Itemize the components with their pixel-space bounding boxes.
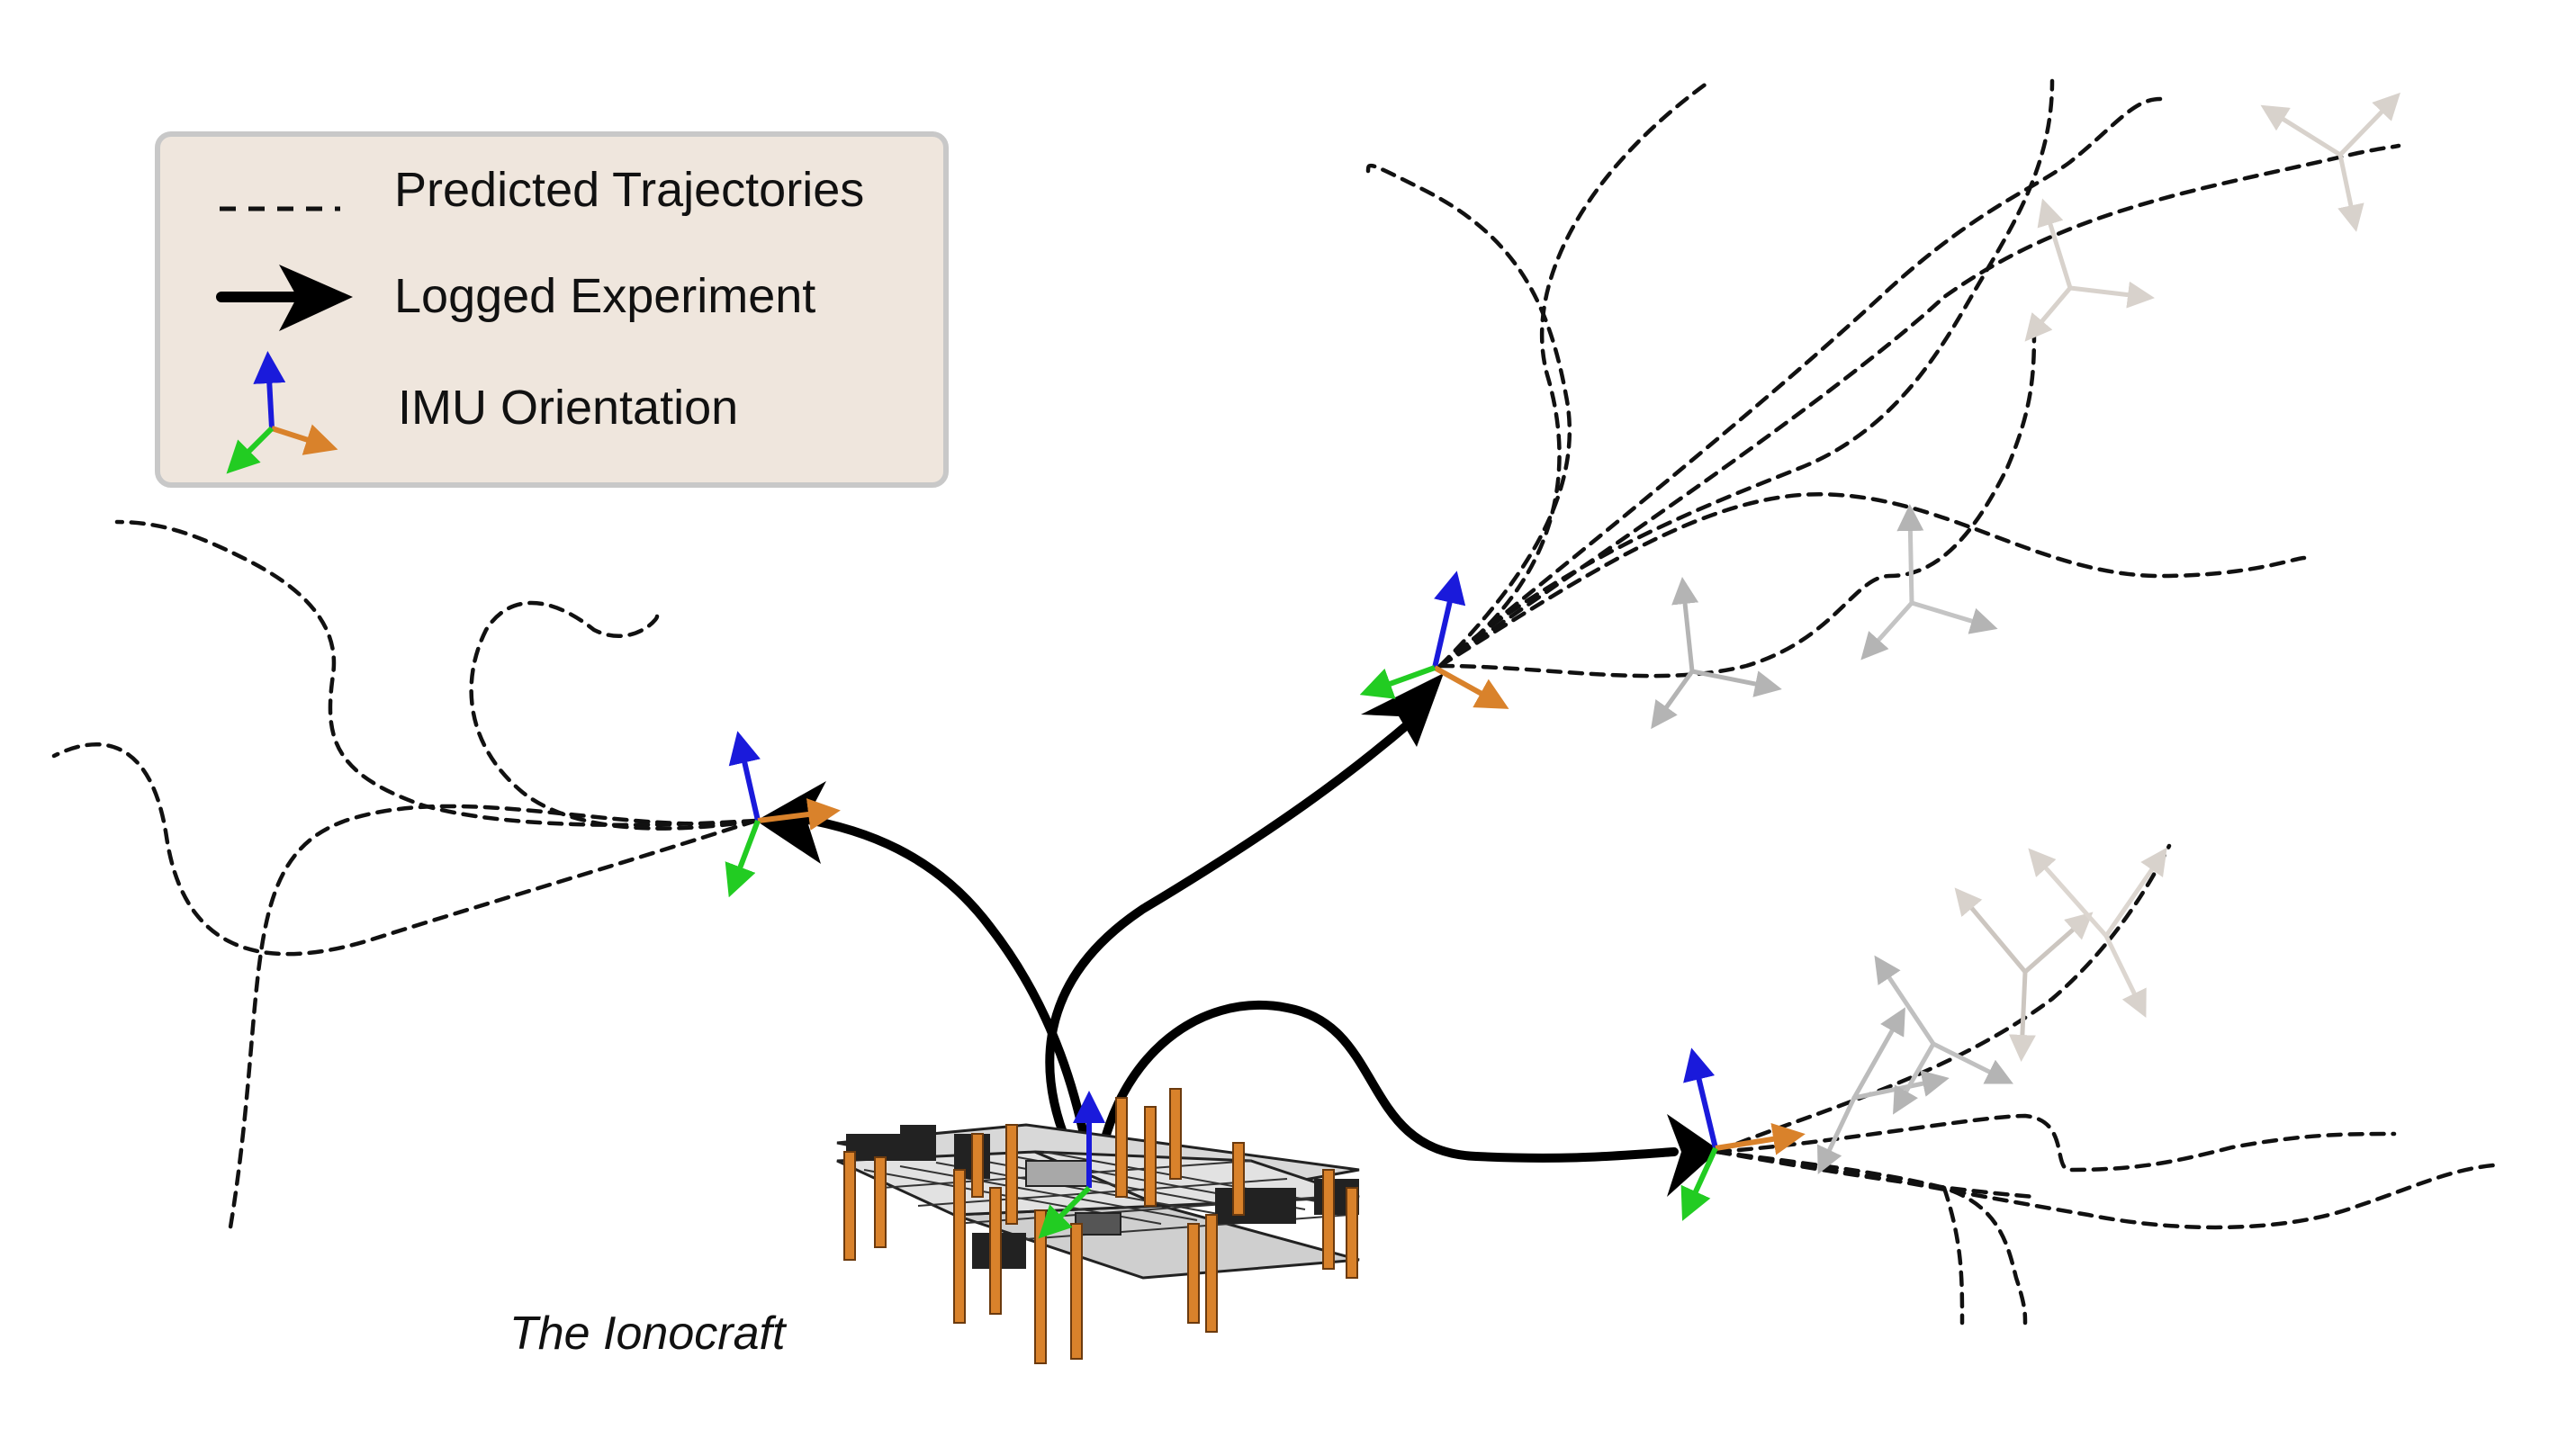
predicted-trajectory [1715,843,2172,1155]
predicted-trajectory [1437,321,2037,679]
predicted-trajectory [1715,1149,2037,1200]
logged-experiments [756,673,1719,1197]
ionocraft-drawing [836,1088,1360,1364]
imu-frame-lower [1680,1047,1806,1221]
imu-frames [725,571,1806,1221]
imu-frame-craft [1038,1091,1105,1239]
predicted-trajectory [1437,143,2401,669]
predicted-trajectory [1437,78,2055,669]
predicted-trajectory [1437,96,2163,669]
predicted-trajectory [1715,1149,2496,1230]
predicted-trajectories-left [51,519,759,1236]
predicted-trajectory [114,519,759,827]
predicted-trajectory [1437,78,1713,669]
predicted-trajectory [1437,492,2307,669]
imu-frame-left [725,731,841,898]
legend-label-imu: IMU Orientation [398,381,739,435]
faded-imu-frames [1651,92,2400,1175]
legend-label-logged: Logged Experiment [394,269,816,323]
black-arrow-icon [1667,1114,1719,1197]
predicted-trajectory [469,600,759,831]
imu-frame-upper [1359,571,1509,709]
ionocraft-label: The Ionocraft [509,1308,786,1360]
predicted-trajectory [51,741,759,957]
logged-experiment-lower [1092,1000,1679,1192]
predicted-trajectories-lower [1715,843,2496,1326]
legend: Predicted Trajectories Logged Experiment… [155,131,949,488]
predicted-trajectory [227,804,759,1236]
predicted-trajectory [1365,163,1572,669]
predicted-trajectory [1715,1149,2028,1326]
predicted-trajectories-upper [1365,78,2401,679]
logged-experiment-upper [1045,715,1418,1192]
black-arrow-icon [1361,673,1444,747]
legend-label-predicted: Predicted Trajectories [394,163,865,217]
predicted-trajectory [1715,1113,2397,1173]
